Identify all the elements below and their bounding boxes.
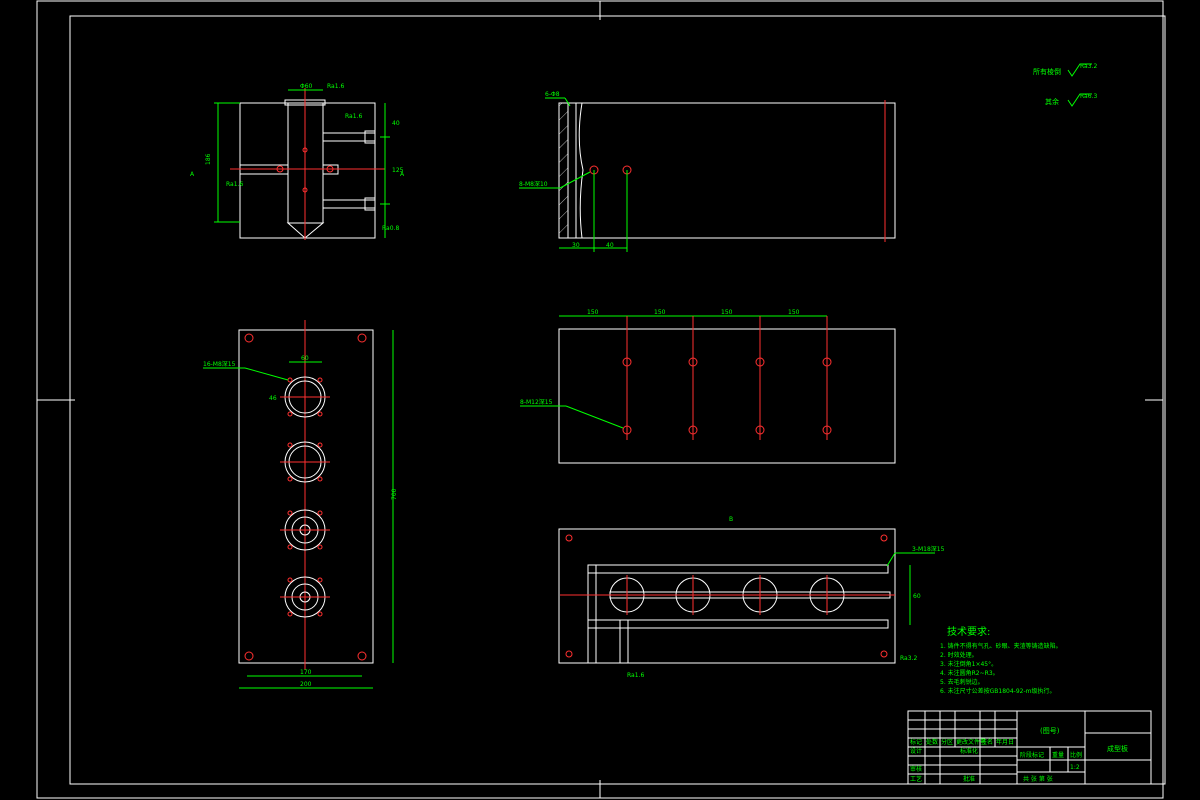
- tb-company: (图号): [1040, 727, 1060, 735]
- plan-dim-pitch: 46: [269, 395, 277, 402]
- section-roughness: Ra1.6: [627, 672, 644, 679]
- tb-part-name: 成型板: [1107, 744, 1128, 753]
- side-roughness-a: Ra1.6: [327, 83, 344, 90]
- tb-scale: 比例: [1070, 751, 1082, 759]
- front-side-hole-label: 8-M8深10: [519, 180, 548, 188]
- roughness-notes: 所有棱倒 Ra3.2 其余 Ra6.3: [1033, 63, 1097, 107]
- side-dim-top: Φ60: [300, 83, 313, 90]
- mid-dim-2: 150: [654, 309, 666, 316]
- front-hole-label: 6-Φ8: [545, 91, 560, 98]
- section-view: B 3-M18深15 60 Ra1.6 Ra3.2: [558, 516, 945, 679]
- outer-frame: [36, 0, 1164, 799]
- side-dim-v1: 40: [392, 120, 400, 127]
- bore-1: [280, 376, 330, 418]
- tb-row-label-4: 签名: [981, 738, 993, 746]
- notes-title: 技术要求:: [947, 625, 990, 638]
- plan-dim-bore: 60: [301, 355, 309, 362]
- note-item-4: 4. 未注圆角R2~R3。: [940, 669, 999, 677]
- front-dim-b: 40: [606, 242, 614, 249]
- section-roughness-right: Ra3.2: [900, 655, 917, 662]
- inner-frame: [69, 15, 1166, 785]
- side-roughness-d: Ra0.8: [382, 225, 399, 232]
- plan-dim-inner: 170: [300, 669, 312, 676]
- tb-stage: 阶段标记: [1020, 751, 1044, 759]
- tb-approve: 批准: [963, 775, 975, 783]
- front-dim-a: 30: [572, 242, 580, 249]
- plan-dim-outer: 200: [300, 681, 312, 688]
- front-top-view: 30 40 6-Φ8 8-M8深10: [519, 91, 896, 252]
- mid-dim-1: 150: [587, 309, 599, 316]
- tb-row-label-1: 处数: [926, 738, 938, 746]
- side-roughness-b: Ra1.6: [345, 113, 362, 120]
- title-block: 标记 处数 分区 更改文件号 签名 年月日 设计 标准化 审核 工艺 批准 阶段…: [907, 710, 1152, 785]
- mid-dim-4: 150: [788, 309, 800, 316]
- tb-sheet: 共 张 第 张: [1023, 775, 1053, 783]
- tb-row-label-0: 标记: [910, 738, 922, 746]
- tb-process: 工艺: [910, 775, 922, 783]
- side-view: 186 Φ60 40 125 Ra1.6 Ra1.6 Ra1.6 Ra0.8 A…: [190, 83, 405, 240]
- note-item-3: 3. 未注倒角1×45°。: [940, 660, 997, 668]
- plan-dim-len: 700: [391, 488, 398, 500]
- plan-view: 60 46 16-M8深15 170 200 700: [203, 320, 398, 689]
- middle-view: 150 150 150 150 8-M12深15: [520, 309, 896, 464]
- tb-checker: 审核: [910, 765, 922, 773]
- note-item-6: 6. 未注尺寸公差按GB1804-92-m级执行。: [940, 687, 1055, 695]
- mid-hole-label: 8-M12深15: [520, 398, 553, 406]
- note-item-5: 5. 去毛刺锐边。: [940, 678, 984, 686]
- plan-hole-label: 16-M8深15: [203, 360, 236, 368]
- section-mark: B: [729, 516, 733, 523]
- bore-4: [280, 576, 330, 618]
- mid-dim-3: 150: [721, 309, 733, 316]
- side-dim-height: 186: [205, 153, 212, 165]
- section-port-label: 3-M18深15: [912, 545, 945, 553]
- side-dim-v2: 125: [392, 167, 404, 174]
- tb-scale-value: 1:2: [1070, 764, 1080, 771]
- bore-3: [280, 509, 330, 551]
- bore-2: [280, 441, 330, 483]
- technical-requirements: 技术要求: 1. 铸件不得有气孔、砂眼、夹渣等铸造缺陷。 2. 时效处理。 3.…: [940, 625, 1062, 695]
- roughness-all-label: 所有棱倒: [1033, 67, 1061, 76]
- roughness-rest-value: Ra6.3: [1080, 93, 1097, 100]
- note-item-2: 2. 时效处理。: [940, 651, 978, 659]
- tb-row-label-2: 分区: [941, 738, 953, 746]
- side-section-left: A: [190, 171, 195, 178]
- roughness-all-value: Ra3.2: [1080, 63, 1097, 70]
- tb-designer: 设计: [910, 747, 922, 755]
- side-roughness-c: Ra1.6: [226, 181, 243, 188]
- section-dim-h: 60: [913, 593, 921, 600]
- side-section-right: A: [400, 171, 405, 178]
- note-item-1: 1. 铸件不得有气孔、砂眼、夹渣等铸造缺陷。: [940, 642, 1062, 650]
- tb-row-label-5: 年月日: [996, 738, 1014, 746]
- tb-weight: 重量: [1052, 751, 1064, 759]
- tb-standard: 标准化: [960, 747, 978, 755]
- tb-row-label-3: 更改文件号: [956, 738, 986, 746]
- roughness-rest-label: 其余: [1045, 97, 1059, 106]
